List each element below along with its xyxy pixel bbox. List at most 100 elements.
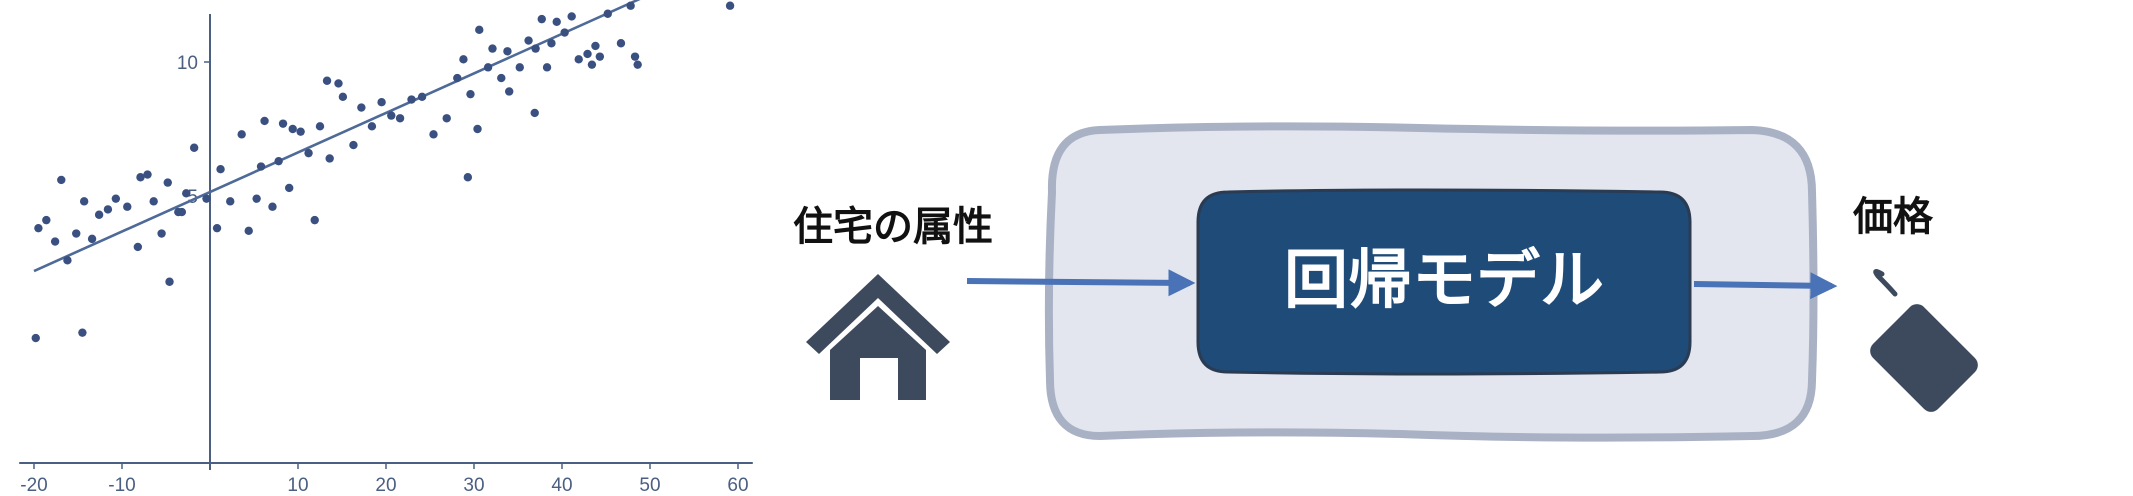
data-point	[226, 197, 235, 206]
data-point	[63, 256, 72, 265]
data-point	[78, 328, 87, 337]
data-point	[473, 124, 482, 134]
data-point	[212, 223, 222, 233]
data-point	[349, 140, 358, 150]
data-point	[531, 44, 540, 53]
data-point	[34, 223, 43, 233]
x-tick-label: 10	[287, 475, 308, 496]
data-point	[165, 277, 174, 286]
data-point	[367, 122, 377, 131]
x-tick-label: 30	[463, 475, 484, 496]
data-point	[334, 79, 343, 88]
data-point	[325, 154, 334, 163]
data-point	[463, 173, 473, 182]
data-point	[133, 242, 143, 252]
data-point	[288, 124, 297, 134]
data-point	[285, 183, 294, 193]
data-point	[237, 130, 246, 139]
data-point	[163, 178, 172, 187]
plot-ticks: -20-1010203040506051015	[20, 53, 748, 496]
data-point	[616, 39, 626, 48]
output-arrow	[1693, 272, 1838, 300]
data-point	[633, 60, 642, 69]
data-point	[552, 17, 561, 26]
data-point	[182, 189, 191, 198]
data-point	[50, 237, 60, 246]
data-point	[202, 194, 211, 203]
data-point	[57, 175, 66, 185]
data-point	[260, 116, 269, 126]
scatter-points	[31, 1, 735, 343]
output-label: 価格	[1852, 194, 1934, 240]
data-point	[574, 55, 583, 64]
data-point	[149, 197, 158, 206]
x-tick-label: 60	[727, 475, 748, 496]
data-point	[483, 63, 493, 72]
model-label: 回帰モデル	[1284, 244, 1604, 318]
data-point	[591, 41, 600, 51]
data-point	[136, 173, 145, 182]
data-point	[505, 87, 514, 96]
price-tag-icon	[1870, 268, 1978, 412]
data-point	[630, 52, 640, 61]
x-tick-label: -20	[20, 475, 47, 496]
model-box	[1196, 188, 1692, 376]
data-point	[603, 9, 612, 18]
data-point	[244, 226, 253, 236]
data-point	[407, 95, 416, 104]
data-point	[304, 148, 313, 158]
data-point	[530, 108, 539, 118]
data-point	[42, 215, 51, 225]
data-point	[417, 92, 427, 102]
y-tick-label: 5	[187, 187, 198, 208]
scatter-plot: -20-1010203040506051015	[19, 0, 753, 496]
data-point	[503, 47, 512, 56]
data-point	[278, 119, 288, 128]
data-point	[79, 197, 89, 206]
data-point	[189, 143, 199, 152]
x-tick-label: 20	[375, 475, 396, 496]
data-point	[31, 333, 40, 343]
data-point	[626, 1, 635, 10]
data-point	[123, 202, 132, 211]
data-point	[547, 39, 556, 48]
data-point	[515, 63, 524, 72]
data-point	[252, 194, 261, 203]
x-tick-label: -10	[108, 475, 135, 496]
data-point	[357, 103, 366, 112]
data-point	[310, 215, 319, 225]
y-tick-label: 10	[177, 53, 198, 74]
data-point	[111, 194, 121, 203]
data-point	[560, 28, 569, 37]
x-tick-label: 40	[551, 475, 572, 496]
data-point	[268, 202, 277, 211]
data-point	[497, 73, 506, 83]
data-point	[587, 60, 597, 69]
data-point	[453, 73, 462, 83]
input-label: 住宅の属性	[793, 204, 993, 250]
data-point	[322, 76, 332, 85]
data-point	[542, 63, 552, 72]
data-point	[377, 98, 386, 107]
data-point	[395, 114, 405, 123]
input-arrow	[966, 269, 1196, 297]
data-point	[595, 52, 605, 61]
data-point	[157, 229, 166, 238]
data-point	[274, 156, 283, 166]
x-tick-label: 50	[639, 475, 660, 496]
data-point	[387, 111, 396, 120]
data-point	[725, 1, 735, 10]
data-point	[466, 89, 475, 99]
data-point	[537, 14, 546, 24]
data-point	[459, 55, 468, 64]
data-point	[143, 170, 152, 179]
data-point	[87, 234, 97, 244]
data-point	[442, 114, 451, 123]
data-point	[338, 92, 348, 102]
data-point	[94, 210, 104, 219]
data-point	[315, 122, 325, 131]
data-point	[583, 49, 592, 59]
trend-line	[33, 0, 641, 273]
data-point	[296, 127, 305, 136]
